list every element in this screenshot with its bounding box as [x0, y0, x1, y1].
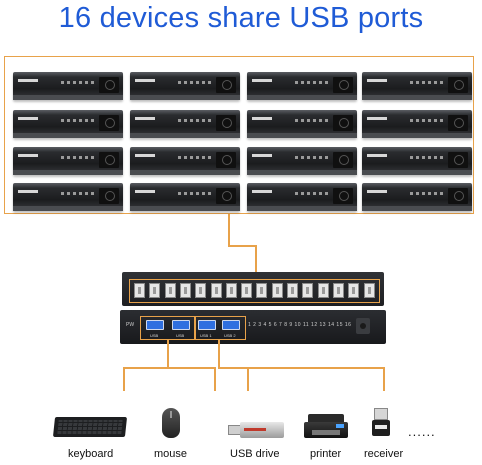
more-indicator: ...... [408, 424, 436, 439]
channel-numbers: 1 2 3 4 5 6 7 8 9 10 11 12 13 14 15 16 [248, 322, 352, 328]
connector-line [218, 367, 384, 369]
dvr-recorder-icon [362, 147, 472, 175]
connector-line [167, 340, 169, 368]
port-label: USB [176, 333, 185, 338]
dvr-recorder-icon [130, 110, 240, 138]
keyboard-icon [52, 417, 128, 437]
usb-port[interactable] [179, 283, 191, 298]
usb-port[interactable] [302, 283, 314, 298]
connector-line [383, 367, 385, 391]
connector-line [228, 214, 230, 246]
usb-receiver-icon [370, 408, 392, 438]
port-label: USB [150, 333, 159, 338]
usb3-port[interactable] [146, 320, 164, 330]
dvr-recorder-icon [130, 183, 240, 211]
connector-line [218, 340, 220, 368]
usb-port[interactable] [210, 283, 222, 298]
peripheral-label-mouse: mouse [154, 448, 188, 460]
connector-line [247, 367, 249, 391]
usb-port[interactable] [363, 283, 375, 298]
peripheral-label-printer: printer [310, 448, 342, 460]
dvr-recorder-icon [130, 147, 240, 175]
front-port-frame-right [194, 316, 246, 340]
switch-button[interactable] [356, 318, 370, 334]
usb-port[interactable] [225, 283, 237, 298]
dvr-recorder-icon [13, 183, 123, 211]
dvr-recorder-icon [362, 183, 472, 211]
usb-hub-front [120, 310, 386, 344]
page-title: 16 devices share USB ports [58, 2, 424, 34]
connector-line [123, 367, 125, 391]
connector-line [255, 245, 257, 280]
connector-line [228, 245, 256, 247]
usb-port[interactable] [149, 283, 161, 298]
usb-port[interactable] [317, 283, 329, 298]
peripheral-label-keyboard: keyboard [68, 448, 114, 460]
dvr-recorder-icon [362, 110, 472, 138]
dvr-recorder-icon [130, 72, 240, 100]
connector-line [214, 367, 216, 391]
usb-drive-icon [228, 422, 284, 438]
usb-port[interactable] [134, 283, 145, 298]
top-ports-frame [129, 279, 380, 303]
peripheral-label-receiver: receiver [364, 448, 404, 460]
printer-icon [304, 414, 348, 442]
usb-port[interactable] [332, 283, 344, 298]
usb3-port[interactable] [198, 320, 216, 330]
usb-port[interactable] [164, 283, 176, 298]
front-port-frame-left [140, 316, 196, 340]
power-label: PW [126, 322, 135, 328]
port-label: USB 2 [224, 333, 236, 338]
dvr-recorder-icon [247, 147, 357, 175]
usb-port[interactable] [256, 283, 268, 298]
dvr-recorder-icon [362, 72, 472, 100]
devices-frame [4, 56, 474, 214]
connector-line [123, 367, 215, 369]
usb-port[interactable] [348, 283, 360, 298]
usb-port[interactable] [271, 283, 283, 298]
usb-port[interactable] [287, 283, 298, 298]
usb3-port[interactable] [222, 320, 240, 330]
mouse-icon [162, 408, 180, 438]
usb3-port[interactable] [172, 320, 190, 330]
dvr-recorder-icon [13, 72, 123, 100]
port-label: USB 1 [200, 333, 212, 338]
dvr-recorder-icon [247, 110, 357, 138]
dvr-recorder-icon [247, 72, 357, 100]
dvr-recorder-icon [247, 183, 357, 211]
peripheral-label-usb-drive: USB drive [230, 448, 280, 460]
dvr-recorder-icon [13, 147, 123, 175]
usb-port[interactable] [241, 283, 253, 298]
usb-port[interactable] [195, 283, 207, 298]
dvr-recorder-icon [13, 110, 123, 138]
